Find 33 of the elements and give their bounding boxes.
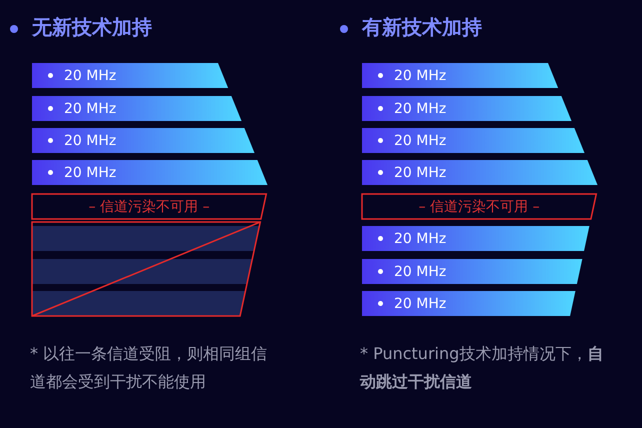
channel-bar — [362, 96, 572, 121]
channel-label: 20 MHz — [64, 68, 116, 84]
note-text: * Puncturing技术加持情况下，自动跳过干扰信道 — [360, 343, 604, 393]
blocked-channel-bar — [362, 194, 596, 219]
disabled-channel-bar — [32, 291, 246, 316]
disabled-channel-bar — [32, 259, 252, 284]
channel-bar — [32, 128, 255, 153]
channel-label: 20 MHz — [64, 100, 116, 116]
channel-bar — [362, 291, 576, 316]
blocked-channel-bar — [32, 194, 266, 219]
channel-label: 20 MHz — [394, 164, 446, 180]
disabled-channel-bar — [32, 226, 260, 251]
channel-bar — [32, 160, 268, 185]
channel-label: 20 MHz — [64, 164, 116, 180]
channel-bar — [32, 63, 228, 88]
note-text: * 以往一条信道受阻，则相同组信道都会受到干扰不能使用 — [30, 343, 268, 393]
channel-bar — [362, 259, 582, 284]
channel-bar — [362, 160, 598, 185]
channel-label: – 信道污染不可用 – — [88, 198, 210, 216]
channel-bar — [362, 128, 585, 153]
channel-bar — [362, 226, 590, 251]
section-heading: 有新技术加持 — [362, 14, 482, 41]
channel-label: 20 MHz — [394, 100, 446, 116]
channel-label: – 信道污染不可用 – — [418, 198, 540, 216]
channel-bar — [32, 96, 242, 121]
channel-label: 20 MHz — [394, 68, 446, 84]
channel-label: 20 MHz — [394, 230, 446, 246]
channel-label: 20 MHz — [394, 132, 446, 148]
channel-label: 20 MHz — [394, 264, 446, 280]
section-heading: 无新技术加持 — [32, 14, 152, 41]
channel-label: 20 MHz — [394, 296, 446, 312]
channel-bar — [362, 63, 558, 88]
channel-label: 20 MHz — [64, 132, 116, 148]
